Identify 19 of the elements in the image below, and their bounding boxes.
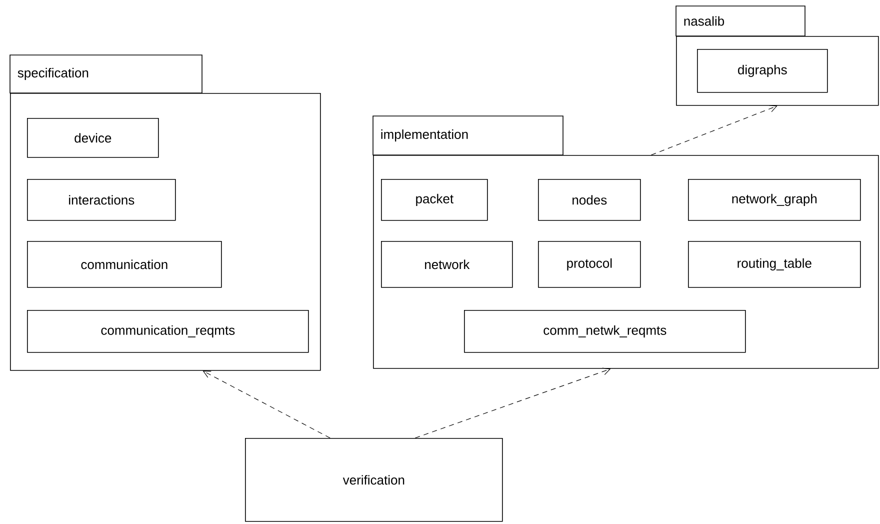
component-box: digraphs — [697, 49, 828, 93]
component-box: network — [381, 241, 513, 288]
dependency-arrow — [202, 370, 330, 438]
component-box: routing_table — [688, 241, 861, 288]
node-label: implementation — [381, 129, 468, 142]
node-label: nasalib — [684, 16, 724, 26]
component-box: interactions — [27, 179, 176, 221]
dependency-arrow — [650, 105, 778, 156]
component-box: device — [27, 118, 159, 158]
component-box: nodes — [538, 179, 641, 221]
component-box: verification — [245, 438, 503, 522]
component-box: communication_reqmts — [27, 310, 309, 353]
component-box: communication — [27, 241, 222, 288]
node-label: specification — [18, 68, 88, 80]
component-box: comm_netwk_reqmts — [464, 310, 746, 353]
component-box: protocol — [538, 241, 641, 288]
component-box: network_graph — [688, 179, 861, 221]
dependency-arrow — [414, 368, 611, 438]
component-box: packet — [381, 179, 488, 221]
